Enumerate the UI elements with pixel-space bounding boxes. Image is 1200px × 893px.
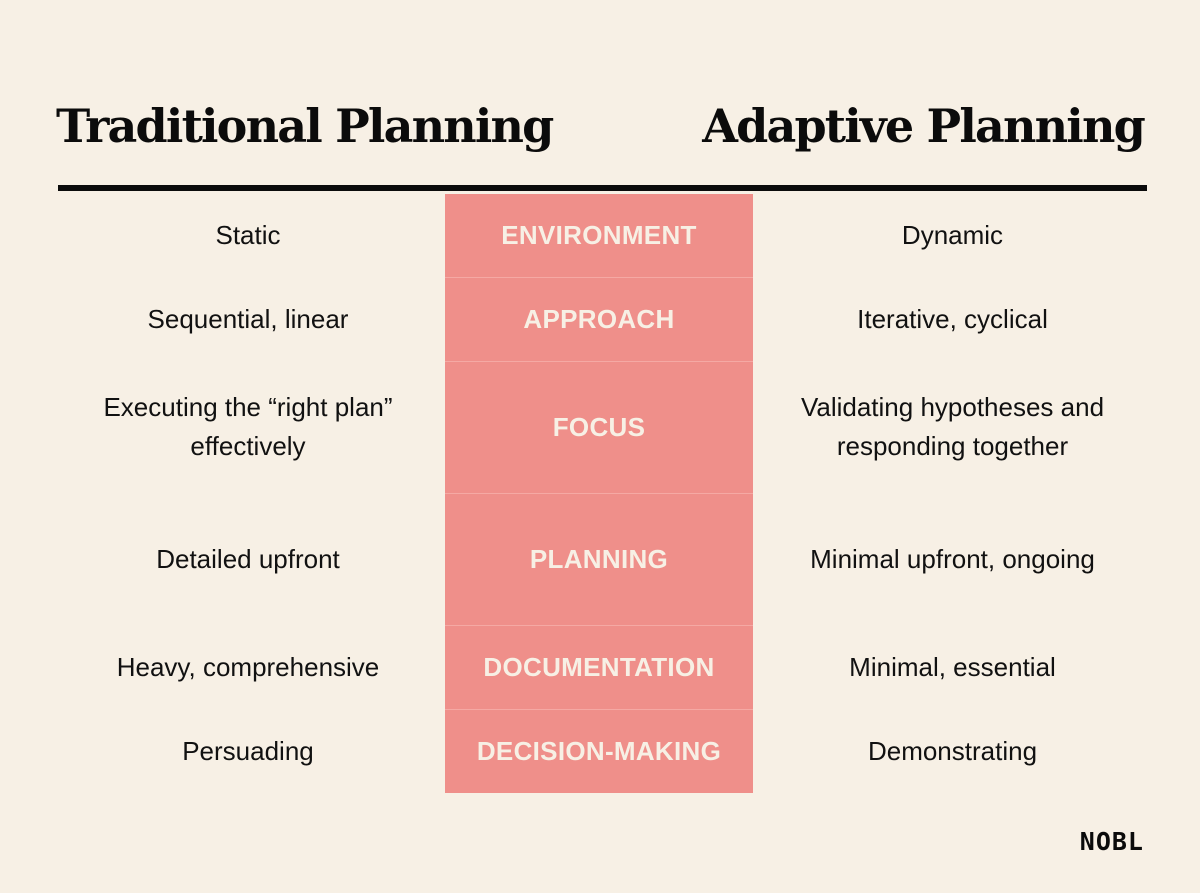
traditional-cell: Persuading [182,735,314,766]
category-label: ENVIRONMENT [501,220,697,250]
adaptive-cell: Dynamic [901,220,1004,250]
comparison-row-planning: Detailed upfront PLANNING Minimal upfron… [0,493,1200,625]
category-label: DECISION-MAKING [476,735,722,766]
category-label: PLANNING [529,543,669,574]
header-rule [58,185,1147,191]
adaptive-cell: Minimal, essential [849,651,1056,682]
comparison-row-approach: Sequential, linear APPROACH Iterative, c… [0,277,1200,361]
row-divider [445,709,753,710]
comparison-row-decision-making: Persuading DECISION-MAKING Demonstrating [0,709,1200,793]
traditional-planning-title: Traditional Planning [56,99,554,153]
traditional-cell: Heavy, comprehensive [116,651,380,682]
category-label: FOCUS [552,411,646,442]
adaptive-cell: Minimal upfront, ongoing [810,543,1095,574]
category-label: DOCUMENTATION [483,651,715,682]
adaptive-cell: Demonstrating [867,735,1038,766]
traditional-cell: Static [215,220,281,250]
adaptive-cell: Iterative, cyclical [857,303,1048,334]
adaptive-planning-title: Adaptive Planning [702,99,1146,153]
adaptive-cell: Validating hypotheses and responding tog… [800,392,1105,461]
row-divider [445,625,753,626]
nobl-logo: NOBL [1079,827,1144,856]
traditional-cell: Sequential, linear [147,303,349,334]
row-divider [445,493,753,494]
comparison-row-documentation: Heavy, comprehensive DOCUMENTATION Minim… [0,625,1200,709]
row-divider [445,361,753,362]
row-divider [445,277,753,278]
traditional-cell: Detailed upfront [156,543,340,574]
comparison-row-environment: Static ENVIRONMENT Dynamic [0,194,1200,277]
comparison-row-focus: Executing the “right plan” effectively F… [0,361,1200,493]
traditional-cell: Executing the “right plan” effectively [103,392,393,461]
category-label: APPROACH [523,303,675,334]
